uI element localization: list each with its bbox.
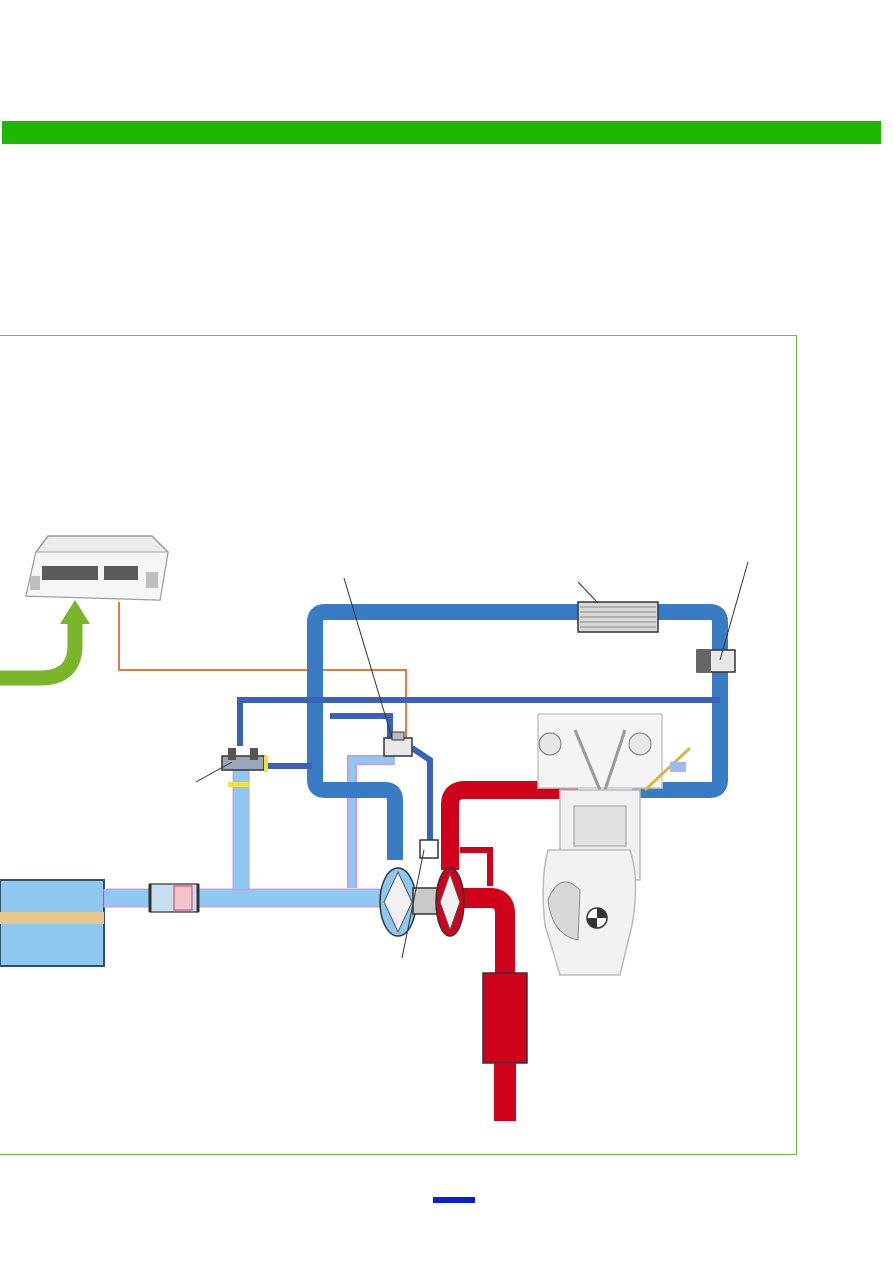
engine-cutaway-icon [537,713,692,976]
exhaust-pipe [441,781,578,1121]
callout-lines [195,561,749,959]
curved-arrow-icon [0,600,90,686]
page-marker[interactable] [433,1197,475,1203]
wastegate-solenoid-icon [419,839,439,859]
air-filter-icon [0,879,105,967]
signal-wire [118,602,407,740]
header-bar [2,121,881,144]
intercooler-icon [577,601,659,633]
diagram-frame [0,335,797,1155]
throttle-body-icon [696,649,736,673]
turbo-system-diagram [0,535,749,1121]
blow-off-valve-icon [221,748,268,787]
airflow-meter-icon [148,883,200,913]
boost-pressure-sensor-icon [383,731,413,757]
turbocharger-icon [379,867,465,937]
charge-air-pipe [307,604,728,860]
engine-control-unit-icon [25,535,169,601]
